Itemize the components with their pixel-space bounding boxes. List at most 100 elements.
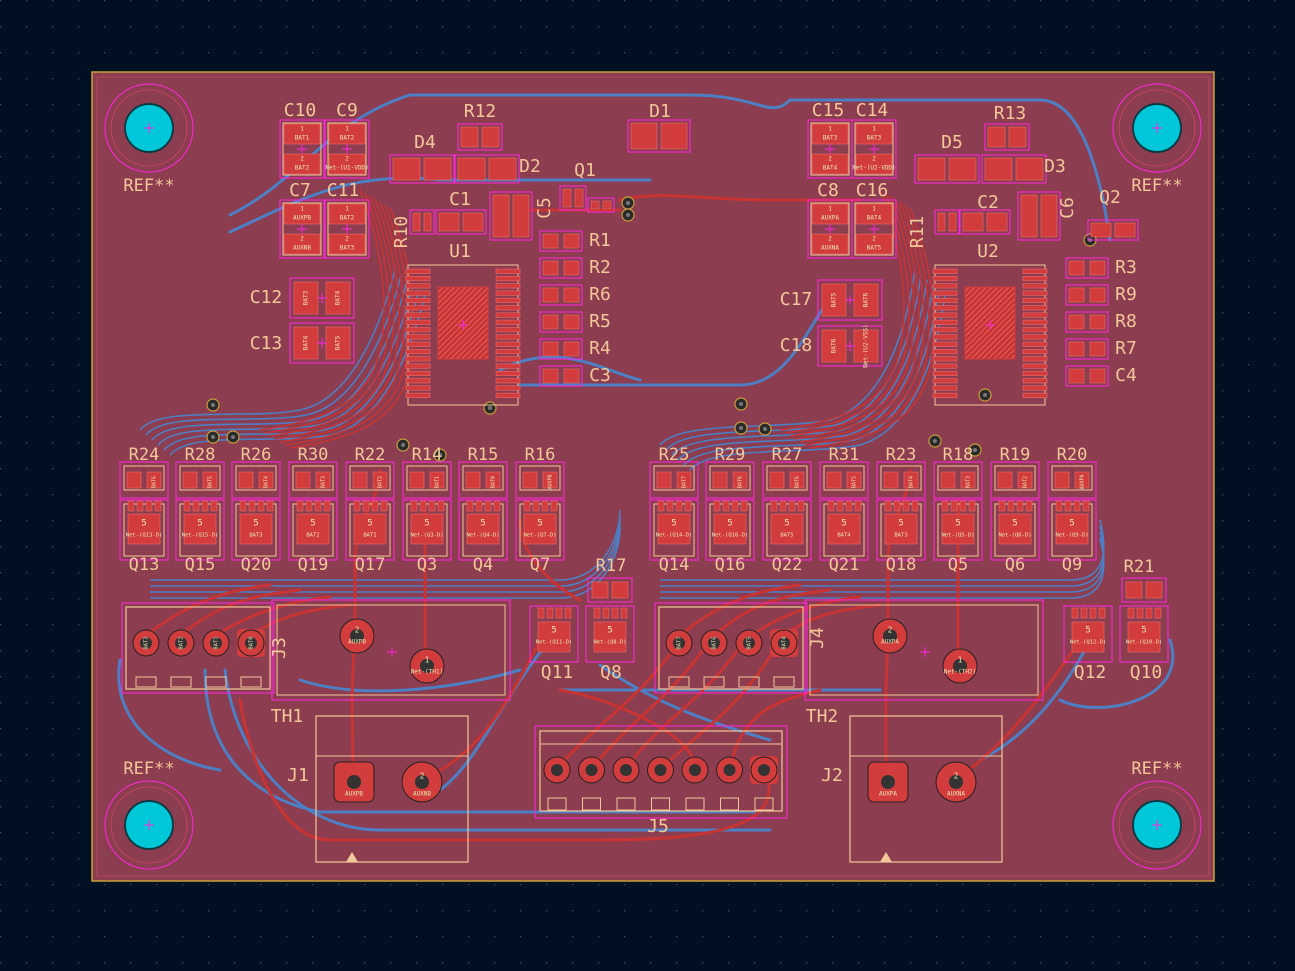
ic-pin[interactable] xyxy=(405,305,431,311)
fet-pin[interactable] xyxy=(1073,500,1081,512)
res-pad[interactable] xyxy=(611,581,629,599)
res-pad[interactable] xyxy=(146,471,162,489)
ic-pin[interactable] xyxy=(932,290,958,296)
res-pad[interactable] xyxy=(315,471,331,489)
fet-pin[interactable] xyxy=(740,500,748,512)
fet-pin[interactable] xyxy=(380,500,388,512)
ic-pin[interactable] xyxy=(932,385,958,391)
fet-pin[interactable] xyxy=(884,500,892,512)
res-pad[interactable] xyxy=(1068,314,1085,330)
res-pad[interactable] xyxy=(258,471,274,489)
res-pad[interactable] xyxy=(1089,314,1106,330)
fet-pin[interactable] xyxy=(154,500,162,512)
fet-drain-pad[interactable] xyxy=(1127,621,1161,653)
fet-pin[interactable] xyxy=(797,500,805,512)
fet-pin[interactable] xyxy=(941,500,949,512)
ic-pin[interactable] xyxy=(405,378,431,384)
ic-pin[interactable] xyxy=(495,297,521,304)
res-pad[interactable] xyxy=(732,471,748,489)
small-pad-2[interactable] xyxy=(481,126,500,148)
res-pad[interactable] xyxy=(1089,341,1106,357)
ic-pin[interactable] xyxy=(495,378,521,384)
res-pad[interactable] xyxy=(542,314,559,330)
small-pad-1[interactable] xyxy=(917,157,946,181)
fet-pin[interactable] xyxy=(555,607,563,619)
ic-pin[interactable] xyxy=(405,348,431,355)
fet-pin[interactable] xyxy=(428,500,436,512)
fet-pin[interactable] xyxy=(532,500,540,512)
fet-pin[interactable] xyxy=(314,500,322,512)
ic-pin[interactable] xyxy=(1022,297,1048,304)
res-pad[interactable] xyxy=(563,287,580,303)
ic-pin[interactable] xyxy=(495,290,521,296)
res-pad[interactable] xyxy=(522,471,538,489)
fet-pin[interactable] xyxy=(1089,607,1097,619)
small-pad-2[interactable] xyxy=(948,212,957,232)
fet-pin[interactable] xyxy=(1071,607,1079,619)
fet-drain-pad[interactable] xyxy=(770,513,804,545)
ic-pin[interactable] xyxy=(932,341,958,347)
fet-pin[interactable] xyxy=(731,500,739,512)
ic-pin[interactable] xyxy=(1022,385,1048,391)
fet-pin[interactable] xyxy=(201,500,209,512)
fet-drain-pad[interactable] xyxy=(239,513,273,545)
res-pad[interactable] xyxy=(1089,287,1106,303)
fet-pin[interactable] xyxy=(770,500,778,512)
ic-pin[interactable] xyxy=(1022,327,1048,333)
small-pad-2[interactable] xyxy=(1015,157,1044,181)
res-pad[interactable] xyxy=(883,471,899,489)
fet-drain-pad[interactable] xyxy=(827,513,861,545)
res-pad[interactable] xyxy=(295,471,311,489)
res-pad[interactable] xyxy=(1089,368,1106,384)
fet-drain-pad[interactable] xyxy=(998,513,1032,545)
res-pad[interactable] xyxy=(563,341,580,357)
res-pad[interactable] xyxy=(789,471,805,489)
ic-pin[interactable] xyxy=(1022,334,1048,340)
res-pad[interactable] xyxy=(126,471,142,489)
fet-pin[interactable] xyxy=(1098,607,1106,619)
res-pad[interactable] xyxy=(1074,471,1090,489)
ic-pin[interactable] xyxy=(405,297,431,304)
cap-pad-1[interactable] xyxy=(293,281,319,315)
fet-pin[interactable] xyxy=(550,500,558,512)
ic-pin[interactable] xyxy=(932,370,958,377)
small-pad-1[interactable] xyxy=(937,212,946,232)
cap-pad-2[interactable] xyxy=(325,326,351,360)
ic-pin[interactable] xyxy=(495,327,521,333)
fet-drain-pad[interactable] xyxy=(537,621,571,653)
res-pad[interactable] xyxy=(656,471,672,489)
ic-pin[interactable] xyxy=(405,268,431,274)
ic-pin[interactable] xyxy=(932,356,958,362)
fet-pin[interactable] xyxy=(296,500,304,512)
fet-pin[interactable] xyxy=(893,500,901,512)
ic-pin[interactable] xyxy=(1022,363,1048,369)
ic-pin[interactable] xyxy=(1022,341,1048,347)
ic-pin[interactable] xyxy=(932,348,958,355)
small-pad-1[interactable] xyxy=(1090,222,1112,238)
res-pad[interactable] xyxy=(1054,471,1070,489)
ic-pin[interactable] xyxy=(1022,392,1048,398)
ic-pin[interactable] xyxy=(932,297,958,304)
small-pad-1[interactable] xyxy=(590,200,600,210)
res-pad[interactable] xyxy=(202,471,218,489)
small-pad-1[interactable] xyxy=(412,212,421,232)
res-pad[interactable] xyxy=(563,260,580,276)
fet-pin[interactable] xyxy=(611,607,619,619)
res-pad[interactable] xyxy=(712,471,728,489)
fet-pin[interactable] xyxy=(779,500,787,512)
fet-pin[interactable] xyxy=(475,500,483,512)
res-pad[interactable] xyxy=(182,471,198,489)
fet-drain-pad[interactable] xyxy=(523,513,557,545)
res-pad[interactable] xyxy=(591,581,609,599)
fet-drain-pad[interactable] xyxy=(466,513,500,545)
res-pad[interactable] xyxy=(542,233,559,249)
ic-pin[interactable] xyxy=(932,392,958,398)
fet-pin[interactable] xyxy=(602,607,610,619)
fet-pin[interactable] xyxy=(845,500,853,512)
fet-pin[interactable] xyxy=(1154,607,1162,619)
res-pad[interactable] xyxy=(1068,368,1085,384)
ic-pin[interactable] xyxy=(495,268,521,274)
res-pad[interactable] xyxy=(903,471,919,489)
res-pad[interactable] xyxy=(542,341,559,357)
